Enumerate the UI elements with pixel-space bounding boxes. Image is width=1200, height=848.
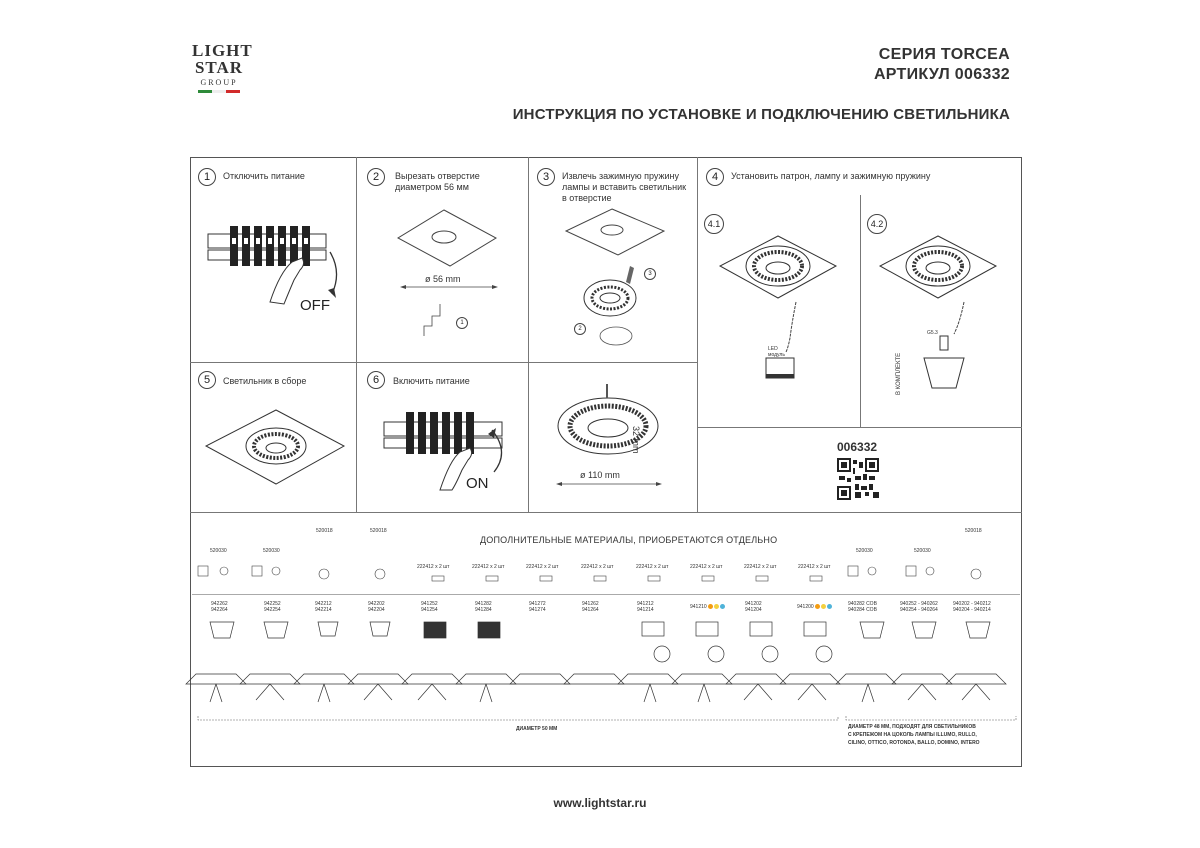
lamp-code: 941200 (797, 604, 832, 610)
socket-label: G5.3 (927, 330, 938, 336)
logo-line-group: GROUP (200, 78, 238, 87)
breaker-on-illustration (383, 412, 503, 491)
sub-step-4-2: 4.2 (867, 214, 887, 234)
lamp-code: 940252 - 940262 940254 - 940264 (900, 601, 938, 613)
sub-step-4-1: 4.1 (704, 214, 724, 234)
diameter-bracket (197, 716, 1017, 721)
step-6-text: Включить питание (393, 376, 470, 386)
on-label: ON (466, 475, 489, 492)
kit-label: 222412 x 2 шт (744, 564, 777, 570)
saw-icon (423, 304, 441, 336)
dimension-arrow (400, 285, 498, 289)
divider (697, 157, 698, 512)
divider (192, 594, 1020, 595)
fixture-illustration (583, 266, 637, 317)
kit-label: 222412 x 2 шт (526, 564, 559, 570)
diameter-50-label: ДИАМЕТР 50 ММ (516, 726, 558, 732)
fixture-plate-4-2b (878, 235, 998, 299)
step-4-text: Установить патрон, лампу и зажимную пруж… (731, 171, 931, 181)
step-1-number: 1 (198, 168, 216, 186)
fixture-diameter: ø 110 mm (580, 470, 620, 480)
accessory-code: 520018 (316, 528, 333, 534)
lamp-code: 941252 941254 (421, 601, 438, 613)
diameter-48-note: ДИАМЕТР 48 ММ, ПОДХОДЯТ ДЛЯ СВЕТИЛЬНИКОВ… (848, 724, 980, 746)
led-module-label: LED модуль (768, 346, 785, 358)
product-code: 006332 (837, 440, 878, 454)
lamp-code: 941212 941214 (637, 601, 654, 613)
lamp-code: 940282 COB 940284 COB (848, 601, 877, 613)
lamp-code: 940202 - 940212 940204 - 940214 (953, 601, 991, 613)
diameter-arrow (556, 482, 662, 486)
cutout-plate-illustration (396, 209, 498, 267)
divider (190, 362, 697, 363)
lamp-drawings (185, 621, 1007, 703)
plate-illustration (564, 208, 666, 256)
lamp-code: 941272 941274 (529, 601, 546, 613)
assembled-fixture-illustration (204, 409, 346, 485)
kit-label: 222412 x 2 шт (472, 564, 505, 570)
accessory-code: 520018 (965, 528, 982, 534)
lamp-code: 942262 942264 (211, 601, 228, 613)
off-label: OFF (300, 297, 330, 314)
accessory-drawings (197, 565, 982, 582)
step-1-text: Отключить питание (223, 171, 305, 181)
divider (190, 512, 1022, 513)
divider (356, 157, 357, 512)
fixture-plate-4-1 (718, 235, 838, 299)
lamp-code: 941282 941284 (475, 601, 492, 613)
step-2-text: Вырезать отверстие диаметром 56 мм (395, 171, 480, 192)
series-title: СЕРИЯ TORCEA (878, 46, 1010, 63)
website-url: www.lightstar.ru (553, 796, 647, 810)
kit-label: 222412 x 2 шт (798, 564, 831, 570)
fixture-dimension-illustration (557, 384, 659, 455)
cut-diameter: ø 56 mm (425, 274, 461, 284)
qr-code-icon (837, 458, 879, 500)
step-5-text: Светильник в сборе (223, 376, 307, 386)
step-3-text: Извлечь зажимную пружину лампы и вставит… (562, 171, 687, 203)
lamp-code: 942202 942204 (368, 601, 385, 613)
kit-label: 222412 x 2 шт (690, 564, 723, 570)
step-2-number: 2 (367, 168, 385, 186)
step-5-number: 5 (198, 371, 216, 389)
accessory-code: 520030 (210, 548, 227, 554)
lamp-code: 941262 941264 (582, 601, 599, 613)
accessory-code: 520030 (856, 548, 873, 554)
sub-step-1: 1 (456, 317, 468, 329)
kit-label: 222412 x 2 шт (417, 564, 450, 570)
accessory-code: 520030 (914, 548, 931, 554)
step-3-number: 3 (537, 168, 555, 186)
sub-step-2: 2 (574, 323, 586, 335)
instruction-title: ИНСТРУКЦИЯ ПО УСТАНОВКЕ И ПОДКЛЮЧЕНИЮ СВ… (512, 106, 1010, 123)
included-label: В КОМПЛЕКТЕ (896, 352, 902, 395)
logo-line-star: STAR (194, 58, 244, 77)
lamp-code: 941202 941204 (745, 601, 762, 613)
fixture-height: 32 mm (631, 426, 641, 454)
lamp-code: 942212 942214 (315, 601, 332, 613)
extras-title: ДОПОЛНИТЕЛЬНЫЕ МАТЕРИАЛЫ, ПРИОБРЕТАЮТСЯ … (480, 535, 778, 545)
divider (528, 157, 529, 512)
brand-logo: LIGHT STAR GROUP (192, 41, 253, 122)
led-module-illustration (765, 301, 797, 379)
lamp-illustration (923, 301, 965, 389)
divider (697, 427, 1022, 428)
accessory-code: 520018 (370, 528, 387, 534)
kit-label: 222412 x 2 шт (581, 564, 614, 570)
accessory-code: 520030 (263, 548, 280, 554)
divider (860, 195, 861, 427)
instruction-frame (190, 157, 1022, 767)
article-number: АРТИКУЛ 006332 (873, 66, 1010, 83)
hole-outline (599, 326, 633, 346)
italian-flag-icon (192, 90, 246, 93)
step-4-number: 4 (706, 168, 724, 186)
breaker-illustration (207, 226, 338, 305)
logo-line-light: LIGHT (192, 41, 253, 60)
kit-label: 222412 x 2 шт (636, 564, 669, 570)
lamp-code: 941210 (690, 604, 725, 610)
sub-step-3: 3 (644, 268, 656, 280)
step-6-number: 6 (367, 371, 385, 389)
lamp-code: 942252 942254 (264, 601, 281, 613)
